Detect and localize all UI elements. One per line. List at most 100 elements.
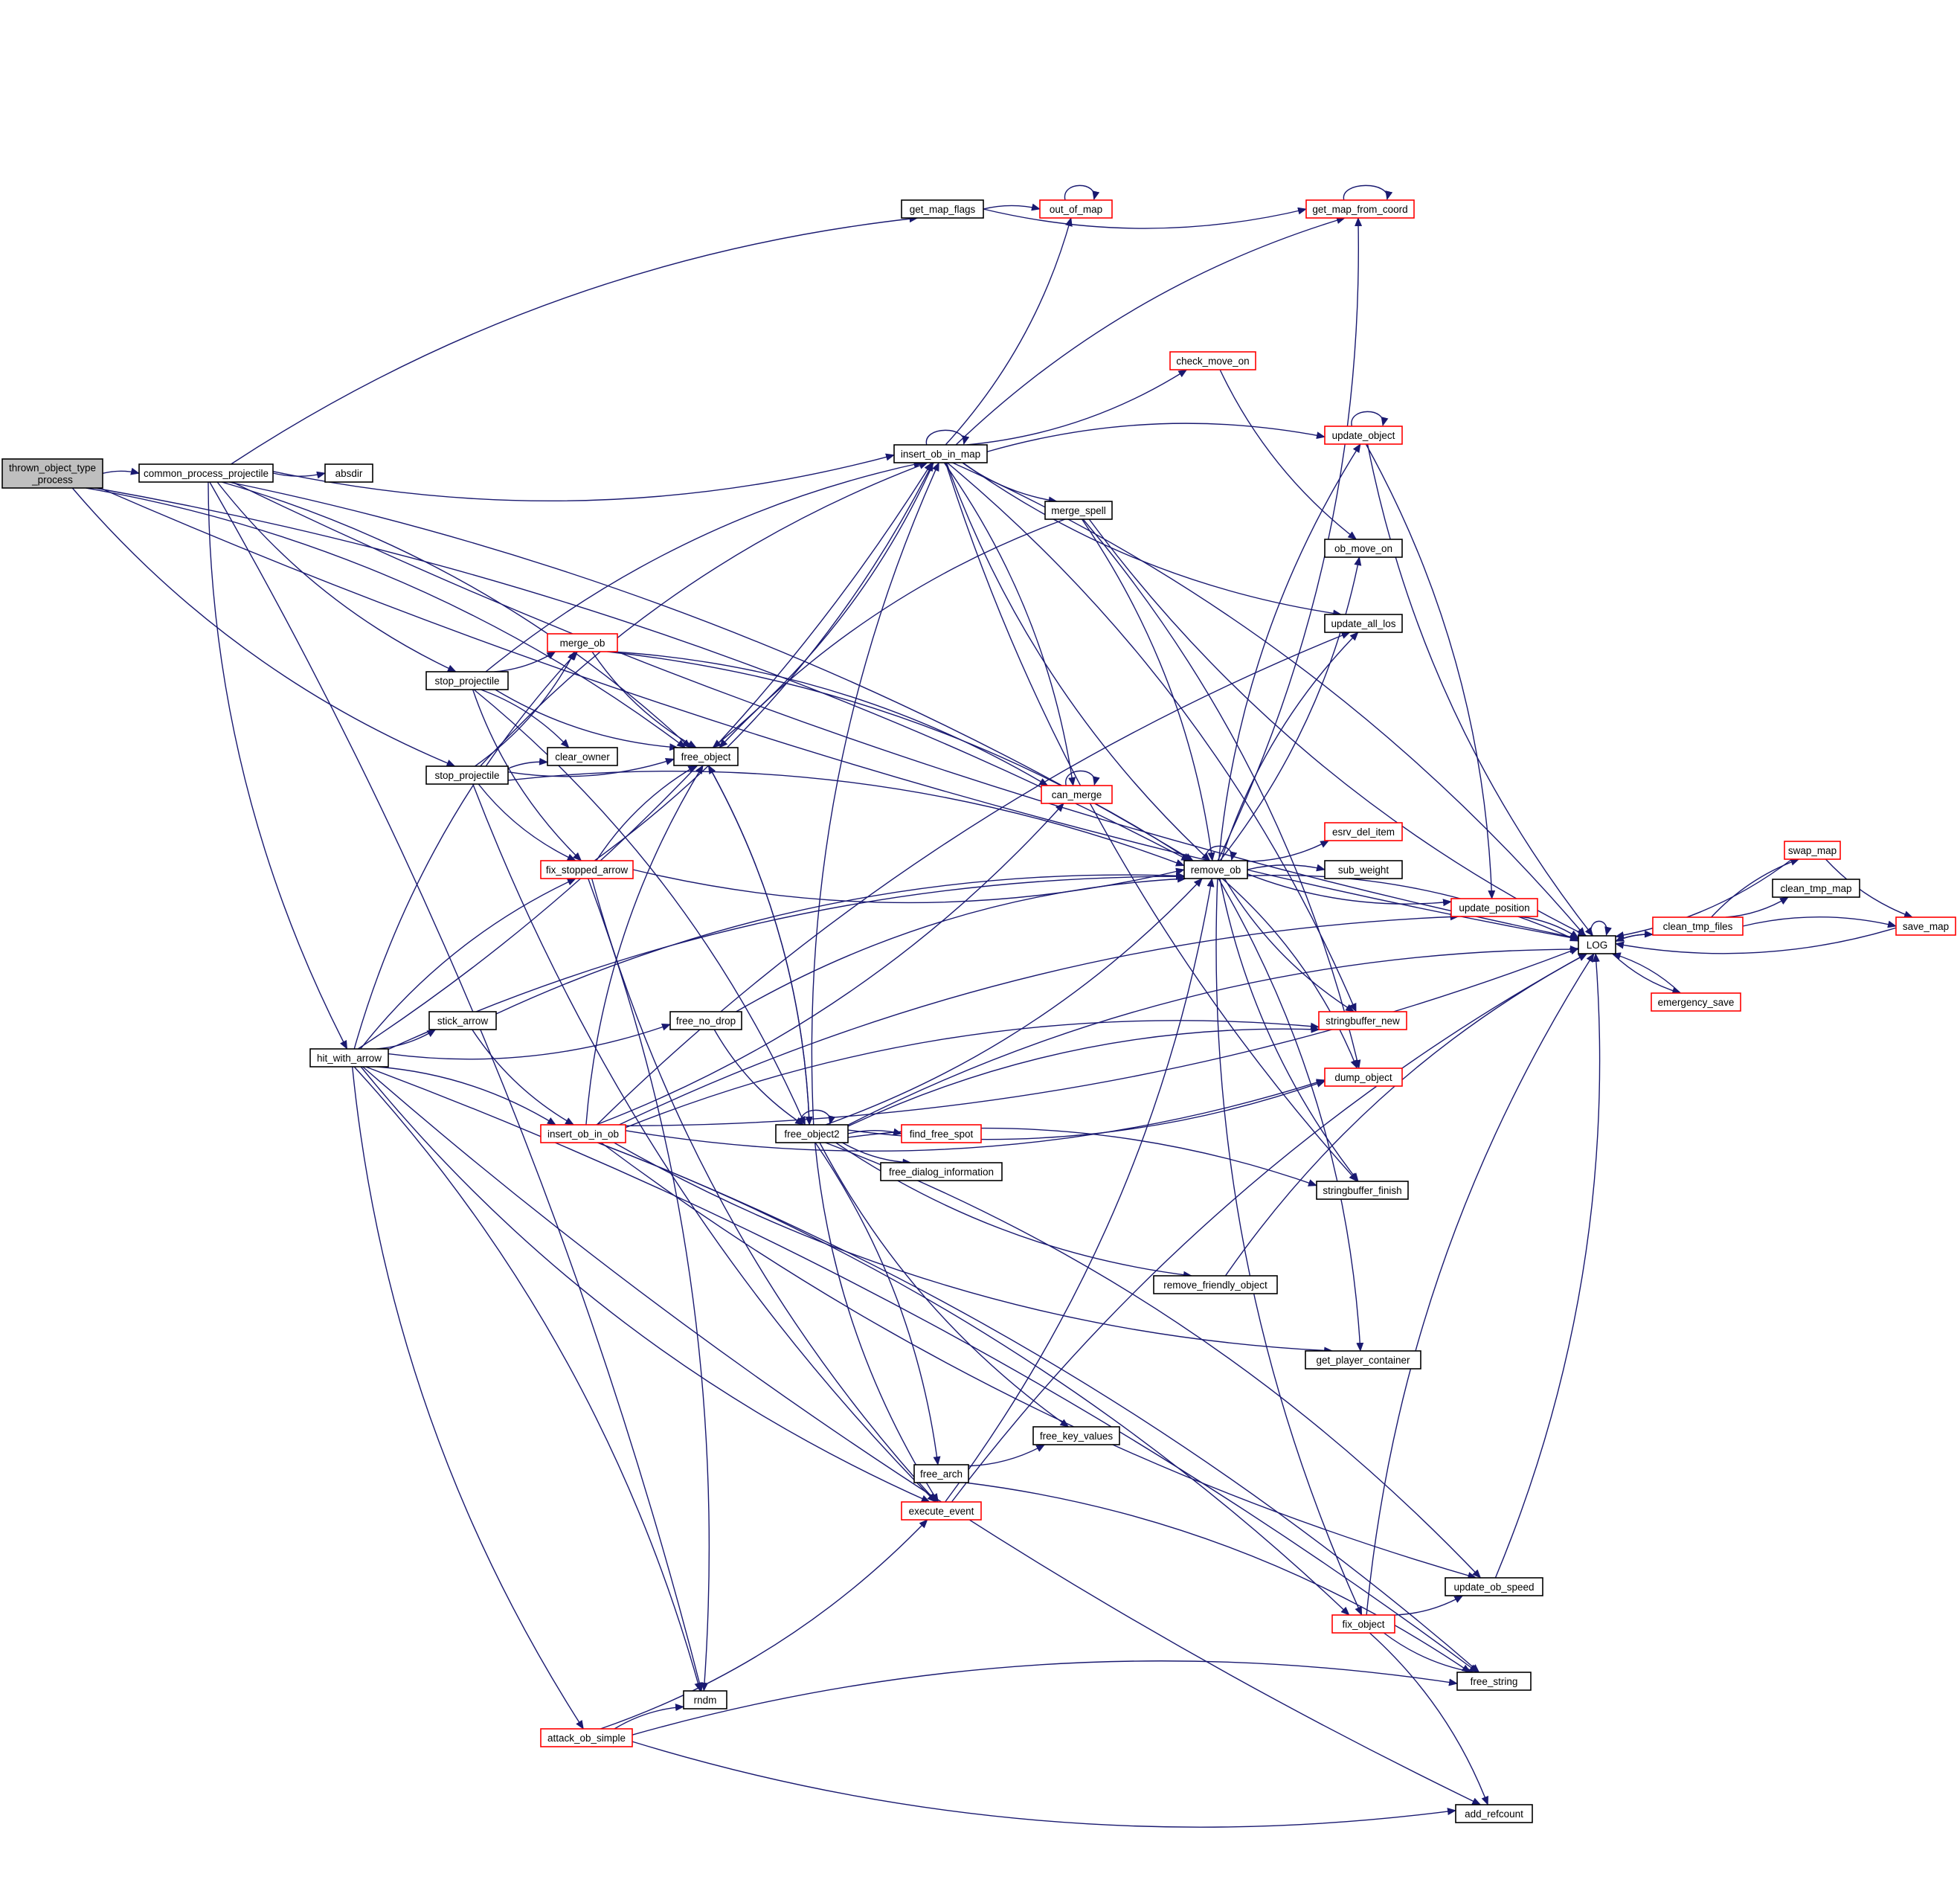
node-label: common_process_projectile <box>144 468 269 479</box>
edge-thrown-object-type-process-to-remove-ob <box>94 487 1191 861</box>
node-dump-object[interactable]: dump_object <box>1324 1068 1403 1087</box>
node-update-all-los[interactable]: update_all_los <box>1324 614 1403 633</box>
edge-insert-ob-in-map-to-update-object <box>986 423 1326 452</box>
node-stringbuffer-new[interactable]: stringbuffer_new <box>1318 1011 1407 1030</box>
edge-insert-ob-in-ob-to-get-player-container <box>614 1142 1334 1355</box>
edge-update-ob-speed-to-LOG <box>1494 953 1601 1579</box>
node-attack-ob-simple[interactable]: attack_ob_simple <box>540 1728 633 1747</box>
edge-stop-projectile-a-to-free-object <box>495 689 679 751</box>
edge-fix-object-to-add-refcount <box>1369 1632 1488 1805</box>
edge-attack-ob-simple-to-add-refcount <box>632 1741 1456 1828</box>
node-update-ob-speed[interactable]: update_ob_speed <box>1445 1577 1543 1596</box>
node-rndm[interactable]: rndm <box>683 1690 727 1709</box>
edge-stop-projectile-b-to-remove-ob <box>507 771 1185 867</box>
node-label: emergency_save <box>1658 997 1735 1008</box>
edge-free-object2-to-free-dialog-information <box>842 1142 912 1166</box>
node-hit-with-arrow[interactable]: hit_with_arrow <box>309 1048 389 1068</box>
edge-merge-ob-to-remove-ob <box>607 651 1192 861</box>
node-get-map-flags[interactable]: get_map_flags <box>901 199 984 219</box>
node-insert-ob-in-map[interactable]: insert_ob_in_map <box>893 444 988 463</box>
edge-free-arch-to-free-key-values <box>968 1444 1046 1467</box>
node-layer: thrown_object_type_process common_process… <box>1 199 1956 1823</box>
node-remove-ob[interactable]: remove_ob <box>1183 860 1248 879</box>
node-box <box>1324 614 1403 633</box>
node-merge-spell[interactable]: merge_spell <box>1044 501 1113 520</box>
node-box <box>309 1048 389 1068</box>
node-get-map-from-coord[interactable]: get_map_from_coord <box>1305 199 1415 219</box>
node-clear-owner[interactable]: clear_owner <box>547 747 618 766</box>
edge-insert-ob-in-map-to-free-object <box>712 462 934 748</box>
node-LOG[interactable]: LOG <box>1578 935 1616 954</box>
node-label: merge_ob <box>560 638 605 649</box>
node-box <box>540 1728 633 1747</box>
node-box <box>1305 199 1415 219</box>
node-free-key-values[interactable]: free_key_values <box>1032 1426 1120 1445</box>
edge-free-object2-to-free-object2 <box>800 1109 836 1126</box>
node-free-no-drop[interactable]: free_no_drop <box>669 1011 742 1030</box>
node-check-move-on[interactable]: check_move_on <box>1169 351 1256 370</box>
node-fix-object[interactable]: fix_object <box>1331 1614 1395 1634</box>
node-label: insert_ob_in_map <box>901 449 980 460</box>
node-absdir[interactable]: absdir <box>324 463 373 483</box>
node-box <box>1456 1672 1532 1691</box>
node-thrown-object-type-process[interactable]: thrown_object_type_process <box>1 458 103 489</box>
node-box <box>1455 1804 1533 1823</box>
node-label: free_dialog_information <box>889 1166 994 1178</box>
node-stringbuffer-finish[interactable]: stringbuffer_finish <box>1316 1181 1409 1200</box>
node-box <box>1183 860 1248 879</box>
edge-fix-stopped-arrow-to-rndm <box>588 878 710 1692</box>
node-ob-move-on[interactable]: ob_move_on <box>1324 539 1403 558</box>
node-esrv-del-item[interactable]: esrv_del_item <box>1324 822 1403 841</box>
node-free-dialog-information[interactable]: free_dialog_information <box>880 1162 1003 1181</box>
node-execute-event[interactable]: execute_event <box>901 1501 982 1521</box>
node-free-object2[interactable]: free_object2 <box>775 1124 849 1143</box>
edge-insert-ob-in-ob-to-fix-object <box>597 1142 1350 1616</box>
edge-insert-ob-in-map-to-stringbuffer-finish <box>945 462 1358 1182</box>
node-label: stick_arrow <box>437 1015 489 1027</box>
node-remove-friendly-object[interactable]: remove_friendly_object <box>1153 1275 1278 1294</box>
node-label: remove_ob <box>1191 864 1241 876</box>
node-update-position[interactable]: update_position <box>1450 898 1538 917</box>
node-stop-projectile-a[interactable]: stop_projectile <box>425 671 509 690</box>
edge-hit-with-arrow-to-stick-arrow <box>376 1029 437 1050</box>
edge-hit-with-arrow-to-add-refcount <box>362 1066 1482 1805</box>
node-free-object[interactable]: free_object <box>673 747 739 766</box>
node-box <box>1450 898 1538 917</box>
node-clean-tmp-files[interactable]: clean_tmp_files <box>1652 916 1744 936</box>
node-label: clear_owner <box>555 751 610 762</box>
edge-fix-stopped-arrow-to-insert-ob-in-map <box>594 462 934 861</box>
node-add-refcount[interactable]: add_refcount <box>1455 1804 1533 1823</box>
node-label: attack_ob_simple <box>547 1733 626 1744</box>
node-label: get_map_flags <box>910 204 976 215</box>
node-free-arch[interactable]: free_arch <box>913 1464 969 1483</box>
node-get-player-container[interactable]: get_player_container <box>1305 1350 1421 1370</box>
node-label: thrown_object_type <box>9 463 96 474</box>
edge-stop-projectile-b-to-insert-ob-in-map <box>480 462 928 767</box>
node-update-object[interactable]: update_object <box>1324 426 1403 445</box>
node-stop-projectile-b[interactable]: stop_projectile <box>425 765 509 785</box>
node-stick-arrow[interactable]: stick_arrow <box>428 1011 497 1030</box>
node-fix-stopped-arrow[interactable]: fix_stopped_arrow <box>540 860 634 879</box>
edge-stop-projectile-b-to-fix-stopped-arrow <box>478 783 576 861</box>
node-out-of-map[interactable]: out_of_map <box>1039 199 1113 219</box>
node-merge-ob[interactable]: merge_ob <box>547 633 618 652</box>
edge-common-process-projectile-to-LOG <box>232 481 1579 941</box>
edge-hit-with-arrow-to-rndm <box>353 1066 702 1692</box>
edge-insert-ob-in-ob-to-free-object <box>585 765 704 1126</box>
node-emergency-save[interactable]: emergency_save <box>1651 992 1741 1012</box>
edge-execute-event-to-LOG <box>951 953 1587 1503</box>
node-save-map[interactable]: save_map <box>1895 916 1956 936</box>
node-insert-ob-in-ob[interactable]: insert_ob_in_ob <box>540 1124 626 1143</box>
node-free-string[interactable]: free_string <box>1456 1672 1532 1691</box>
node-common-process-projectile[interactable]: common_process_projectile <box>138 463 274 483</box>
node-clean-tmp-map[interactable]: clean_tmp_map <box>1772 879 1860 898</box>
node-find-free-spot[interactable]: find_free_spot <box>901 1124 982 1143</box>
node-swap-map[interactable]: swap_map <box>1784 841 1841 860</box>
edge-remove-ob-to-update-object <box>1218 443 1361 861</box>
node-label: sub_weight <box>1338 864 1389 876</box>
node-can-merge[interactable]: can_merge <box>1041 785 1113 804</box>
node-sub-weight[interactable]: sub_weight <box>1324 860 1403 879</box>
node-box <box>547 633 618 652</box>
node-box <box>1324 822 1403 841</box>
edge-get-map-flags-to-get-map-from-coord <box>983 207 1307 229</box>
